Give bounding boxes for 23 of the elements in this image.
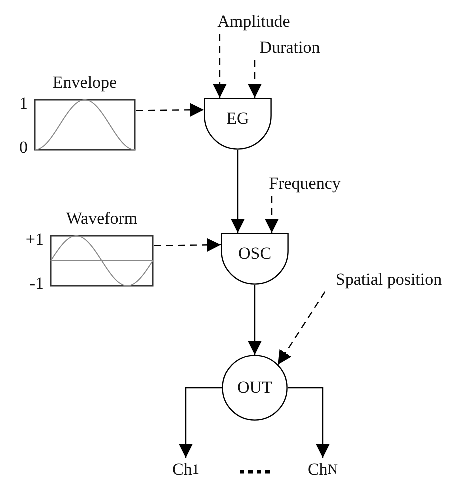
- signal-label: Spatial position: [305, 268, 473, 292]
- axis-value: 1: [20, 95, 28, 112]
- arrow: [136, 103, 204, 118]
- axis-value: 0: [20, 139, 28, 156]
- arrow: [278, 292, 326, 366]
- unit-label: EG: [226, 110, 250, 127]
- graph-title: Waveform: [66, 210, 138, 227]
- arrow: [248, 285, 262, 355]
- signal-label: Frequency: [250, 172, 360, 196]
- arrow: [179, 387, 222, 458]
- arrow: [248, 60, 262, 98]
- arrow: [212, 34, 227, 98]
- arrow: [288, 387, 330, 458]
- signal-label: Amplitude: [198, 10, 310, 34]
- arrow: [231, 150, 245, 233]
- unit-label: OUT: [238, 379, 272, 396]
- axis-value: +1: [26, 231, 44, 248]
- arrow: [154, 238, 221, 252]
- unit-label: OSC: [238, 245, 272, 262]
- axis-value: -1: [30, 275, 44, 292]
- graph-title: Envelope: [52, 74, 118, 91]
- signal-label: Duration: [240, 36, 340, 60]
- arrow: [265, 196, 279, 233]
